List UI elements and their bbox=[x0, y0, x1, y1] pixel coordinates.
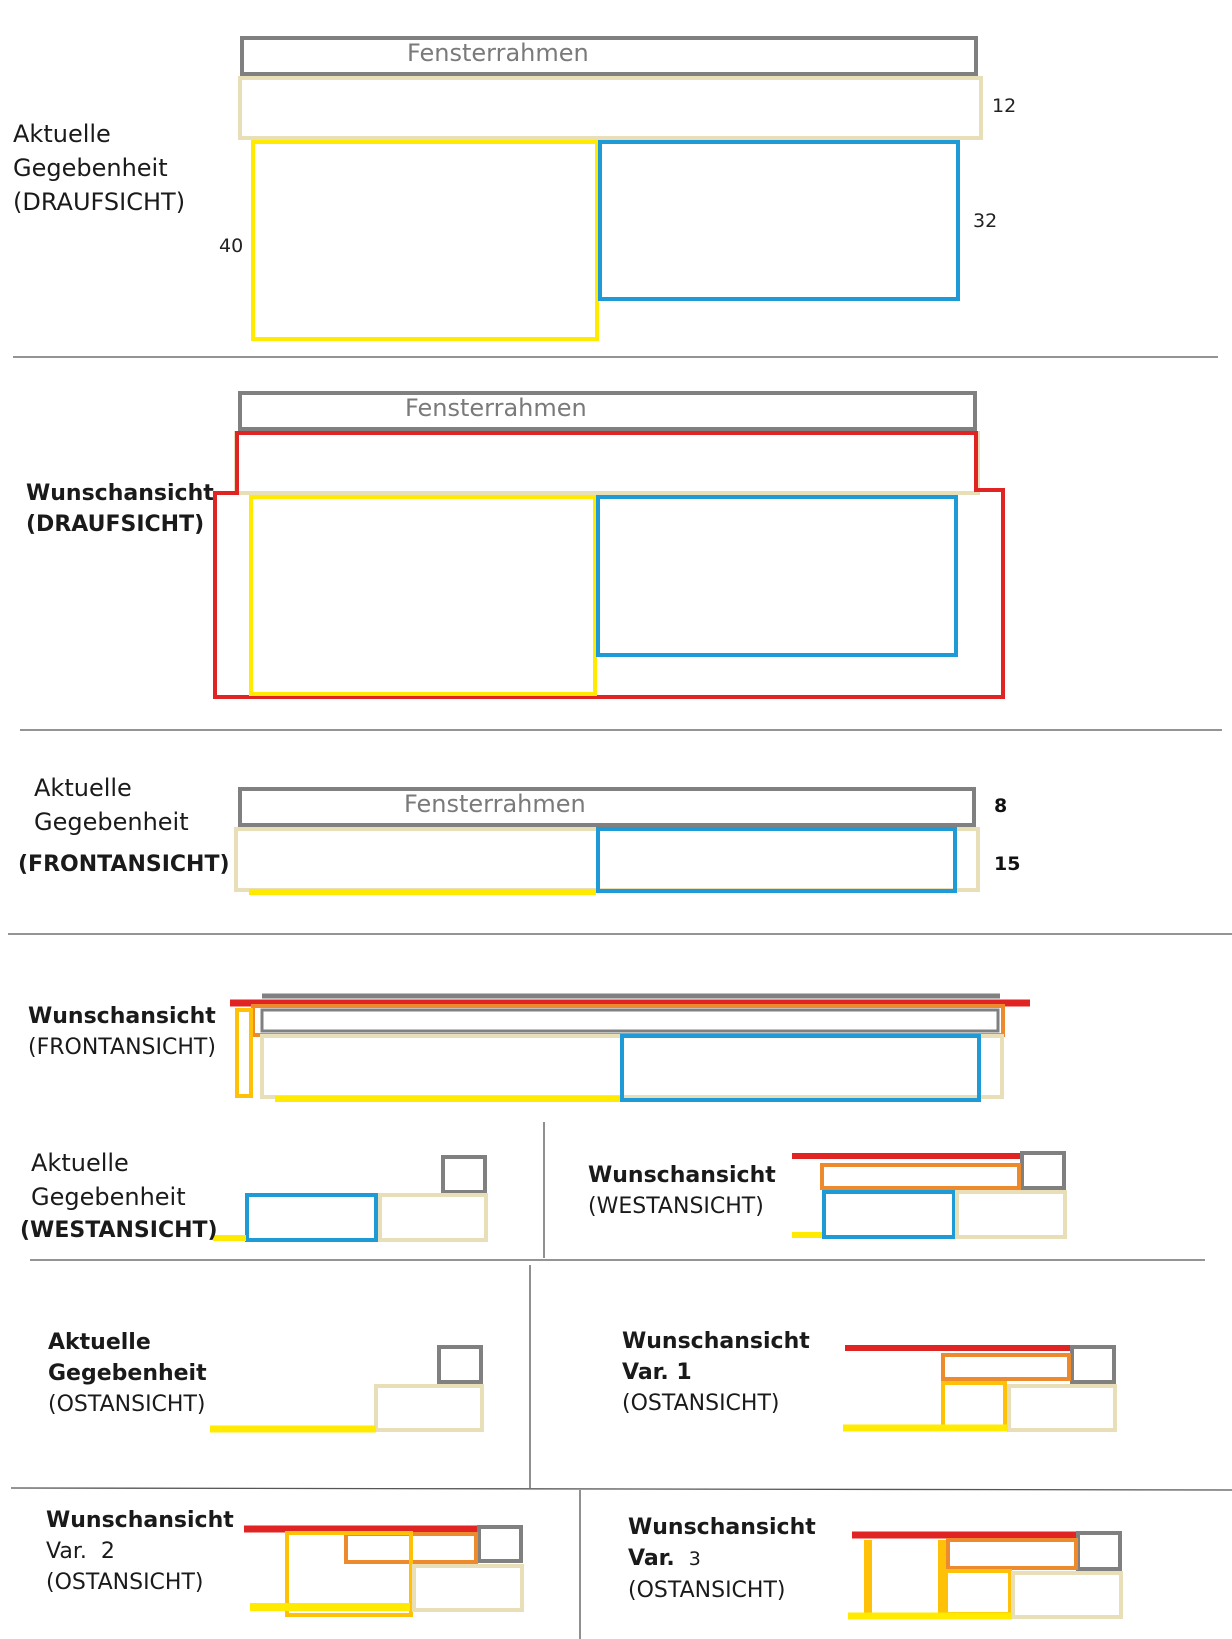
dim-8: 8 bbox=[994, 795, 1008, 817]
frontansicht-wish bbox=[230, 993, 1030, 1102]
blue-box bbox=[822, 1190, 956, 1239]
dim-32: 32 bbox=[973, 210, 998, 232]
label-frontansicht-current: Aktuelle Gegebenheit bbox=[34, 771, 189, 839]
beige-board bbox=[238, 76, 983, 140]
yellow-box bbox=[251, 140, 599, 341]
label-frontansicht-wish: Wunschansicht (FRONTANSICHT) bbox=[28, 1001, 216, 1063]
label-westansicht-wish: Wunschansicht (WESTANSICHT) bbox=[588, 1160, 776, 1222]
gray-box bbox=[1076, 1531, 1122, 1571]
beige-board bbox=[260, 1034, 1004, 1099]
label-line: Gegebenheit bbox=[13, 154, 168, 182]
label-line: (DRAUFSICHT) bbox=[26, 512, 205, 537]
ostansicht-var3 bbox=[848, 1531, 1123, 1620]
label-line: (FRONTANSICHT) bbox=[28, 1035, 216, 1060]
label-line: Aktuelle bbox=[31, 1149, 129, 1177]
label-line: Var. 1 bbox=[622, 1360, 692, 1385]
label-var: Var. bbox=[628, 1546, 675, 1571]
label-line: Wunschansicht bbox=[588, 1163, 776, 1188]
label-line: Gegebenheit bbox=[34, 808, 189, 836]
label-line: (OSTANSICHT) bbox=[48, 1392, 206, 1417]
draufsicht-wish bbox=[213, 391, 1005, 699]
yellow-box bbox=[249, 495, 597, 696]
label-line: (OSTANSICHT) bbox=[46, 1570, 204, 1595]
gold-box bbox=[285, 1531, 413, 1617]
label-line: Gegebenheit bbox=[31, 1183, 186, 1211]
label-ostansicht-current: Aktuelle Gegebenheit (OSTANSICHT) bbox=[48, 1327, 207, 1420]
label-ostansicht-var3: Wunschansicht Var. 3 (OSTANSICHT) bbox=[628, 1512, 816, 1606]
gray-frame bbox=[260, 1008, 1000, 1033]
label-line: Aktuelle bbox=[34, 774, 132, 802]
blue-box bbox=[598, 140, 960, 301]
gray-box bbox=[1020, 1151, 1066, 1190]
label-var-number: 3 bbox=[688, 1548, 701, 1570]
label-westansicht-current-view: (WESTANSICHT) bbox=[20, 1218, 218, 1243]
label-line: Var. 3 bbox=[628, 1543, 816, 1575]
label-line: (OSTANSICHT) bbox=[628, 1578, 786, 1603]
ostansicht-var2 bbox=[244, 1525, 524, 1617]
beige-board bbox=[234, 827, 980, 892]
orange-box bbox=[941, 1353, 1071, 1381]
beige-board bbox=[234, 431, 980, 495]
label-westansicht-current: Aktuelle Gegebenheit bbox=[31, 1146, 186, 1214]
ostansicht-current bbox=[210, 1345, 484, 1433]
blue-box bbox=[245, 1193, 378, 1242]
dim-15: 15 bbox=[994, 853, 1021, 875]
label-frontansicht-current-view: (FRONTANSICHT) bbox=[18, 852, 230, 877]
window-frame bbox=[240, 36, 978, 76]
label-ostansicht-var1: Wunschansicht Var. 1 (OSTANSICHT) bbox=[622, 1326, 810, 1419]
divider-5 bbox=[10, 1487, 1232, 1491]
label-ostansicht-var2: Wunschansicht Var. 2 (OSTANSICHT) bbox=[46, 1505, 234, 1598]
window-frame bbox=[238, 391, 977, 431]
beige-box bbox=[1011, 1571, 1123, 1619]
westansicht-current bbox=[213, 1155, 488, 1242]
beige-box bbox=[412, 1564, 524, 1612]
blue-box bbox=[596, 495, 958, 657]
gold-box bbox=[944, 1569, 1012, 1616]
label-line: (WESTANSICHT) bbox=[588, 1194, 764, 1219]
window-frame bbox=[238, 787, 976, 827]
label-line: Gegebenheit bbox=[48, 1361, 207, 1386]
frame-label-1: Fensterrahmen bbox=[407, 39, 589, 67]
ostansicht-var1 bbox=[843, 1345, 1117, 1432]
gray-box bbox=[441, 1155, 487, 1194]
orange-box bbox=[820, 1163, 1021, 1190]
dim-12: 12 bbox=[992, 95, 1017, 117]
label-line: Aktuelle bbox=[48, 1330, 151, 1355]
beige-box bbox=[378, 1193, 488, 1242]
beige-box bbox=[1007, 1384, 1117, 1432]
label-line: (DRAUFSICHT) bbox=[13, 188, 186, 216]
label-line: Wunschansicht bbox=[628, 1515, 816, 1540]
frame-label-2: Fensterrahmen bbox=[405, 394, 587, 422]
dim-40: 40 bbox=[219, 235, 244, 257]
beige-box bbox=[955, 1190, 1067, 1239]
label-line: Wunschansicht bbox=[26, 481, 214, 506]
blue-box bbox=[620, 1034, 981, 1102]
gray-box bbox=[1070, 1345, 1116, 1384]
blue-box bbox=[596, 827, 957, 893]
label-line: (OSTANSICHT) bbox=[622, 1391, 780, 1416]
draufsicht-current bbox=[238, 36, 983, 341]
label-draufsicht-wish: Wunschansicht (DRAUFSICHT) bbox=[26, 478, 214, 540]
label-line: Var. 2 bbox=[46, 1539, 115, 1564]
frontansicht-current bbox=[234, 787, 980, 895]
label-line: Wunschansicht bbox=[28, 1004, 216, 1029]
label-line: Wunschansicht bbox=[622, 1329, 810, 1354]
beige-box bbox=[374, 1384, 484, 1432]
label-line: Aktuelle bbox=[13, 120, 111, 148]
dividers bbox=[8, 356, 1232, 1639]
orange-box bbox=[946, 1538, 1078, 1570]
frame-label-3: Fensterrahmen bbox=[404, 790, 586, 818]
gold-post bbox=[235, 1008, 253, 1098]
gold-box bbox=[941, 1381, 1007, 1429]
westansicht-wish bbox=[792, 1151, 1067, 1239]
red-outline bbox=[213, 431, 1005, 699]
label-draufsicht-current: Aktuelle Gegebenheit (DRAUFSICHT) bbox=[13, 117, 185, 219]
gray-box bbox=[477, 1525, 523, 1563]
label-line: Wunschansicht bbox=[46, 1508, 234, 1533]
gray-box bbox=[437, 1345, 483, 1384]
